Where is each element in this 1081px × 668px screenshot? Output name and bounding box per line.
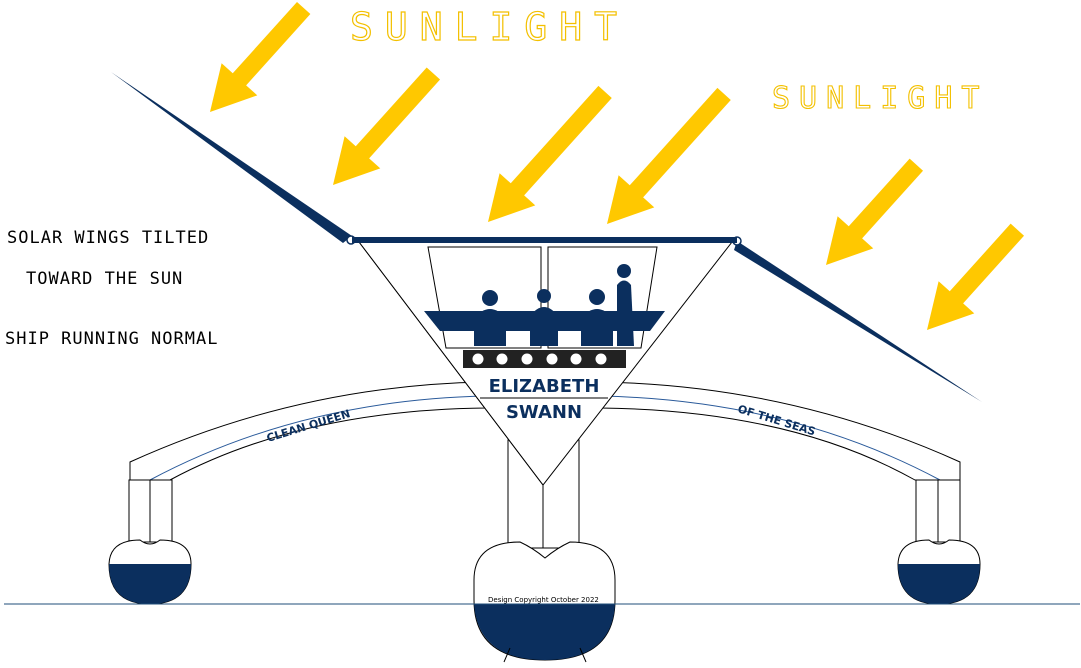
note-line-2: TOWARD THE SUN <box>26 269 183 289</box>
note-line-3: SHIP RUNNING NORMAL <box>5 329 218 349</box>
solar-wing-left <box>111 72 352 243</box>
copyright-text: Design Copyright October 2022 <box>488 596 599 604</box>
sun-arrow <box>488 85 612 222</box>
pontoon-left <box>108 539 192 605</box>
pontoon-center <box>473 541 616 663</box>
sunlight-label-left: SUNLIGHT <box>350 5 629 49</box>
cabin-roof-bar <box>352 237 737 243</box>
solar-wing-right <box>734 241 982 402</box>
sun-arrow <box>210 1 311 112</box>
console-bar <box>424 311 665 331</box>
sunlight-label-right: SUNLIGHT <box>772 81 989 116</box>
sun-arrow <box>607 87 731 224</box>
boom-left <box>128 381 487 543</box>
sun-arrows <box>210 1 1025 330</box>
ship-name-line-1: ELIZABETH <box>489 376 600 397</box>
ship-name-line-2: SWANN <box>506 402 582 423</box>
pontoon-right <box>897 539 981 605</box>
portholes <box>472 353 607 365</box>
boom-right <box>599 381 961 543</box>
sun-arrow <box>927 223 1025 330</box>
note-line-1: SOLAR WINGS TILTED <box>7 228 209 248</box>
sun-arrow <box>333 67 441 185</box>
sun-arrow <box>826 158 924 265</box>
